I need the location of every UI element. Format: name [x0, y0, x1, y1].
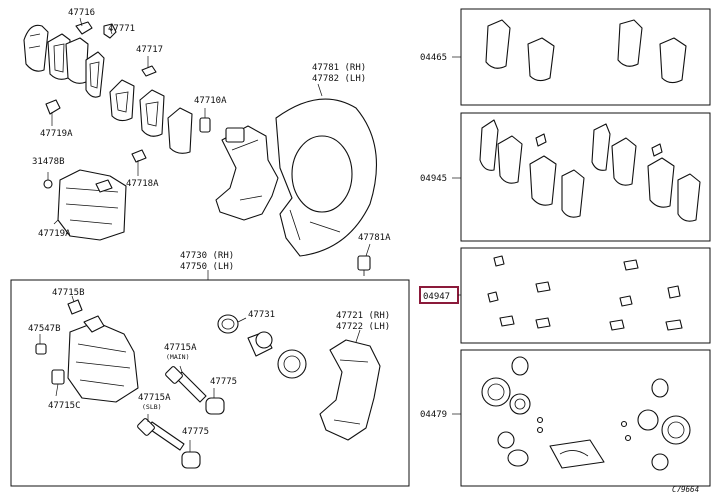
label-47710a: 47710A — [194, 96, 227, 106]
label-47781a: 47781A — [358, 233, 391, 243]
label-47722-lh: 47722 (LH) — [336, 322, 390, 332]
footer-code: C79664 — [672, 485, 699, 494]
label-47782-lh: 47782 (LH) — [312, 74, 366, 84]
label-kit-04465: 04465 — [420, 53, 447, 63]
label-47715c: 47715C — [48, 401, 81, 411]
label-main-note: (MAIN) — [166, 353, 189, 361]
kit-box-04465 — [452, 8, 711, 106]
upper-caliper-assembly — [43, 169, 127, 241]
torque-plate — [215, 125, 279, 221]
dust-cover — [275, 83, 378, 276]
label-47771: 47771 — [108, 24, 135, 34]
label-31478b: 31478B — [32, 157, 65, 167]
label-kit-04945: 04945 — [420, 174, 447, 184]
bolt-47710a — [199, 108, 211, 133]
label-47718a: 47718A — [126, 179, 159, 189]
label-47721-rh: 47721 (RH) — [336, 311, 390, 321]
label-47547b: 47547B — [28, 324, 61, 334]
label-47717: 47717 — [136, 45, 163, 55]
label-47731: 47731 — [248, 310, 275, 320]
label-kit-04479: 04479 — [420, 410, 447, 420]
caliper-assembly-box — [10, 279, 410, 487]
kit-box-04945 — [452, 112, 711, 242]
label-47719a-lower: 47719A — [38, 229, 71, 239]
label-47715a-main: 47715A — [164, 343, 197, 353]
kit-box-04947 — [460, 247, 711, 344]
label-47775-a: 47775 — [210, 377, 237, 387]
label-47750-lh: 47750 (LH) — [180, 262, 234, 272]
lower-caliper-group — [35, 295, 381, 469]
label-47775-b: 47775 — [182, 427, 209, 437]
label-47716: 47716 — [68, 8, 95, 18]
label-slb-note: (SLB) — [142, 403, 162, 411]
brake-pad-group — [23, 17, 193, 176]
label-47715a-slb: 47715A — [138, 393, 171, 403]
kit-box-04479 — [452, 349, 711, 487]
label-47781-rh: 47781 (RH) — [312, 63, 366, 73]
label-47715b: 47715B — [52, 288, 85, 298]
label-47719a: 47719A — [40, 129, 73, 139]
label-kit-04947: 04947 — [423, 292, 450, 302]
label-47730-rh: 47730 (RH) — [180, 251, 234, 261]
